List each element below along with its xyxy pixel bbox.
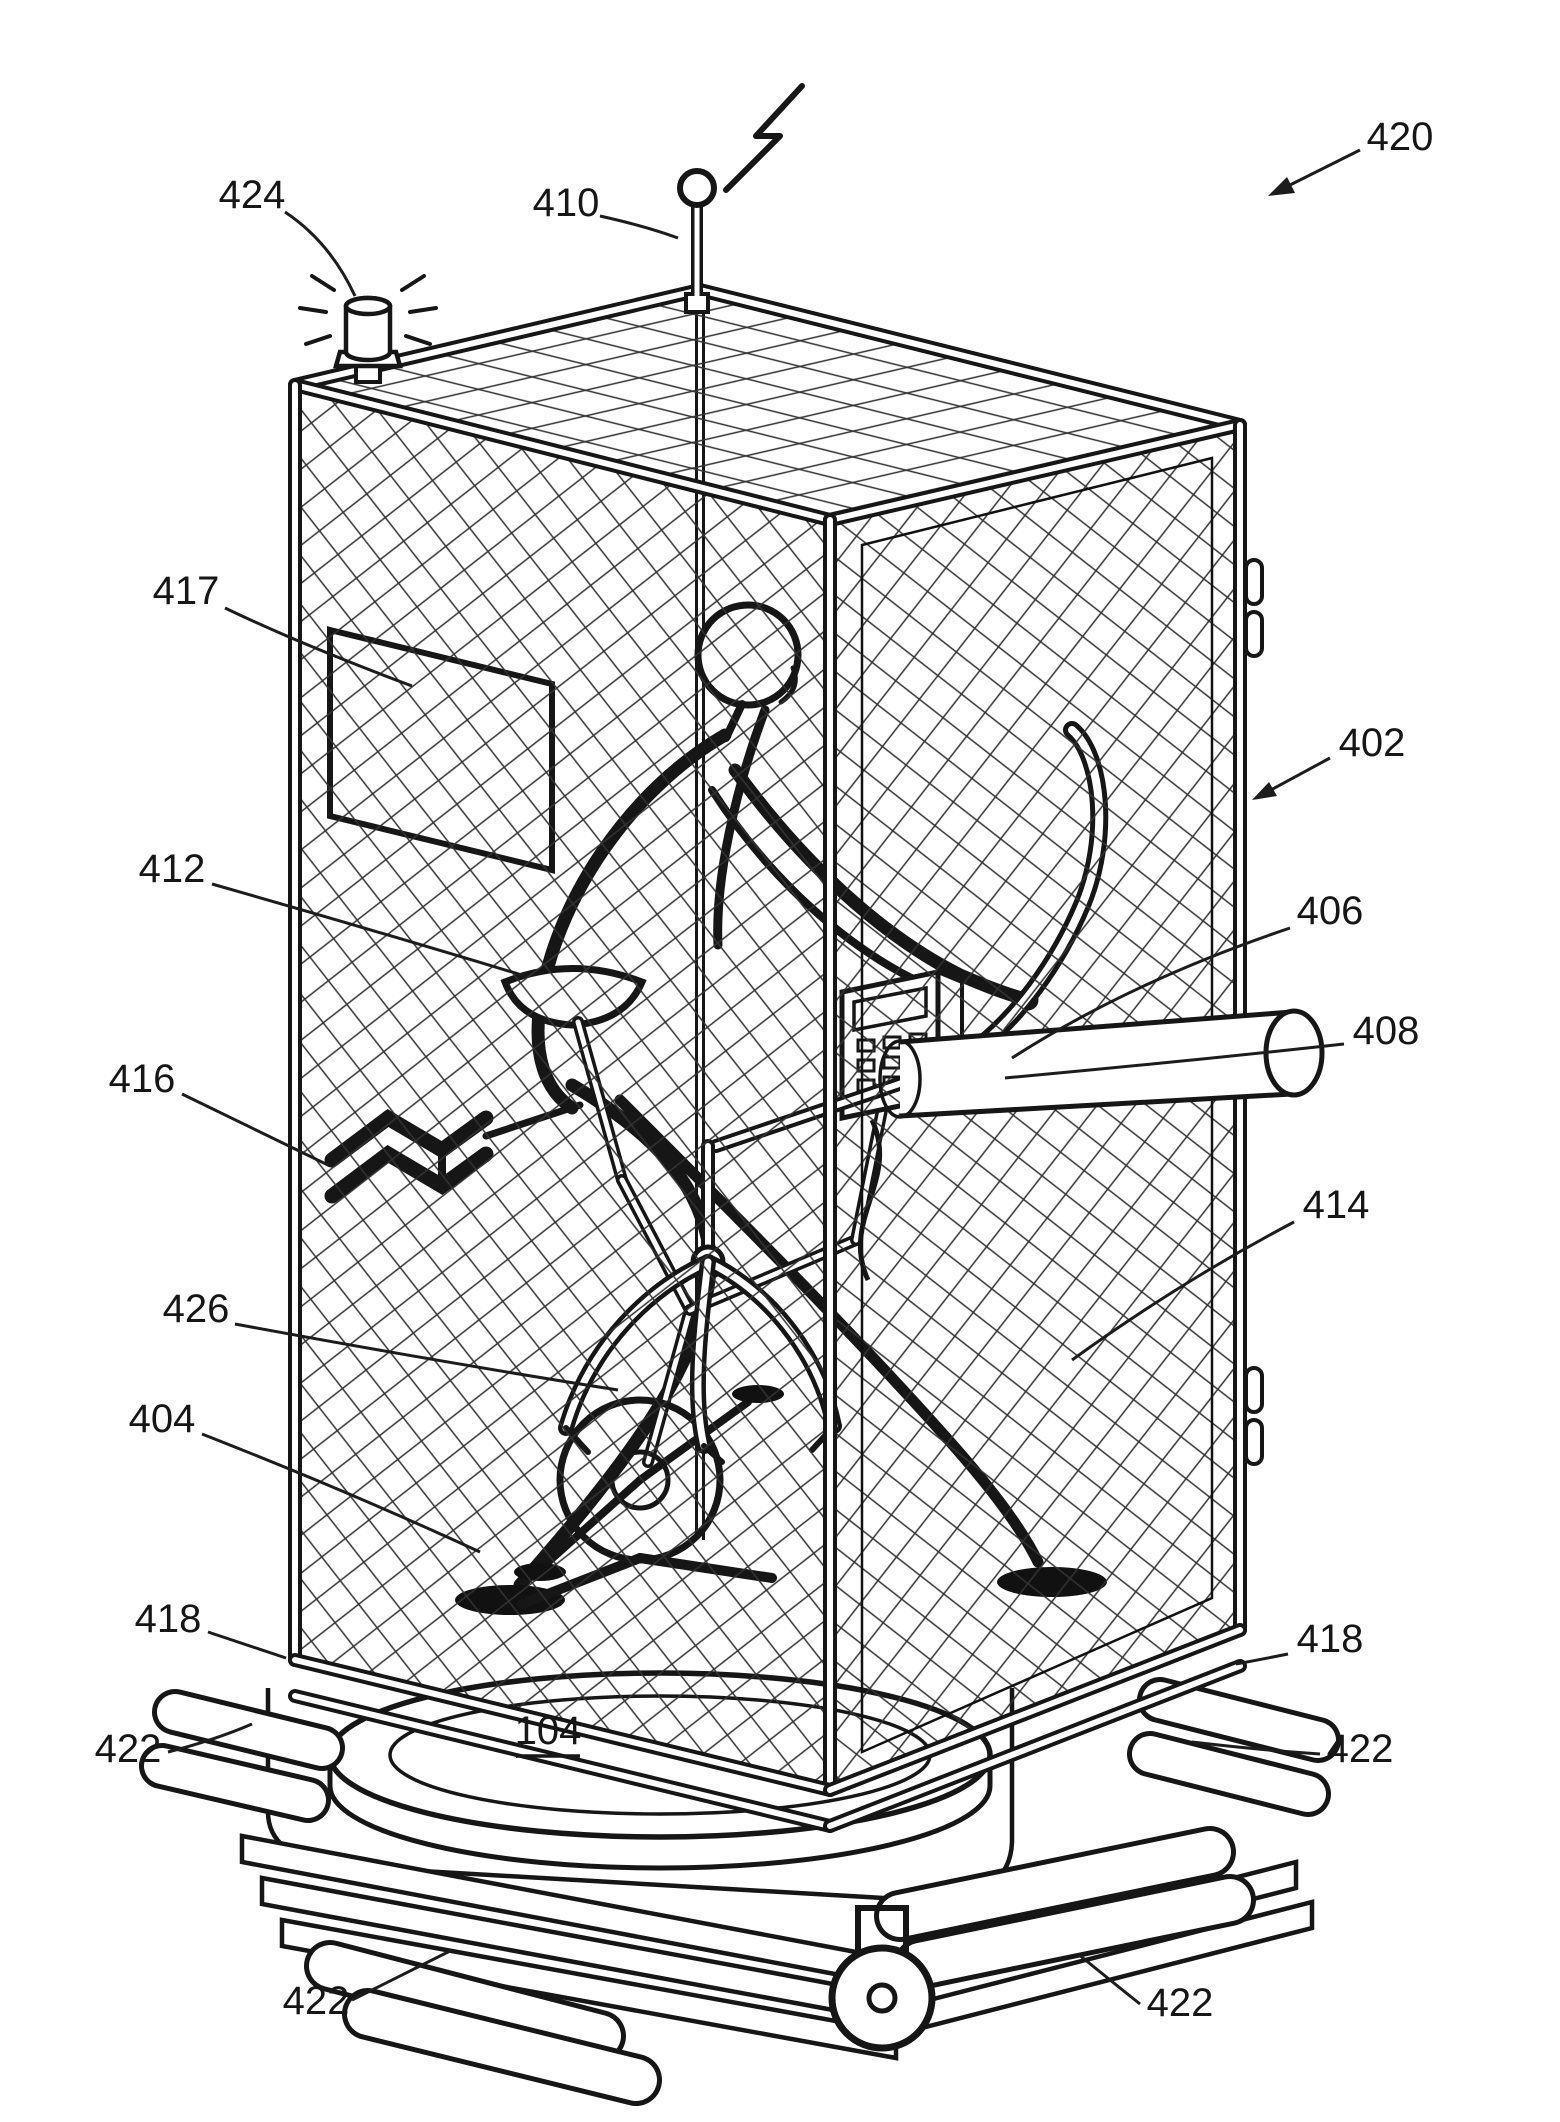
leader-424	[284, 210, 357, 297]
ref-label-404: 404	[129, 1397, 196, 1441]
ref-label-422-bottom-right: 422	[1147, 1981, 1214, 2025]
ref-label-414: 414	[1303, 1183, 1370, 1227]
ref-label-426: 426	[163, 1287, 230, 1331]
leader-422-bottom-left	[351, 1948, 453, 2002]
leader-410	[599, 214, 679, 240]
warning-beacon	[298, 274, 438, 384]
beacon-light-rays	[298, 274, 438, 346]
caster-wheel	[828, 1905, 936, 2052]
antenna-mount	[684, 292, 710, 314]
roller-bottom-right	[874, 1826, 1236, 1942]
ref-label-406: 406	[1297, 889, 1364, 933]
ref-label-418-left: 418	[135, 1597, 202, 1641]
antenna	[677, 83, 805, 314]
roller-bottom-left	[304, 1940, 626, 2062]
corner-rollers	[139, 1677, 1341, 2106]
hinge-top-upper	[1244, 558, 1264, 606]
roller-left-2	[139, 1743, 331, 1823]
cage-mesh-left-face	[293, 383, 832, 1792]
leader-408	[1004, 1042, 1345, 1080]
leader-406	[1011, 926, 1291, 1060]
roller-right	[1137, 1677, 1341, 1763]
leader-422-right	[1191, 1740, 1321, 1756]
roller-cylinder	[878, 1008, 1325, 1119]
arrowhead-402	[1252, 782, 1277, 800]
hinge-bottom-lower	[1244, 1418, 1264, 1466]
antenna-ball	[677, 168, 717, 208]
hinge-bottom-upper	[1244, 1366, 1264, 1414]
leader-404	[201, 1432, 481, 1554]
hinge-top-lower	[1244, 610, 1264, 658]
ref-label-424: 424	[219, 173, 286, 217]
ref-label-416: 416	[109, 1057, 176, 1101]
ref-label-420: 420	[1367, 115, 1434, 159]
ref-label-104: 104	[515, 1709, 582, 1753]
ref-label-402: 402	[1339, 721, 1406, 765]
ref-label-408: 408	[1353, 1009, 1420, 1053]
door-hinges	[1244, 558, 1264, 1466]
ref-label-417: 417	[153, 569, 220, 613]
arrowhead-420	[1268, 177, 1295, 196]
roller-left	[152, 1689, 345, 1771]
ref-label-418-right: 418	[1297, 1617, 1364, 1661]
leader-422-left	[167, 1722, 253, 1754]
leader-426	[234, 1322, 619, 1392]
beacon-lens-top	[343, 295, 393, 317]
leader-412	[211, 882, 526, 978]
leader-416	[181, 1092, 331, 1168]
ref-label-422-left: 422	[95, 1727, 162, 1771]
leader-lines	[167, 148, 1361, 2006]
door-outline	[860, 456, 1214, 1754]
mobile-base	[139, 1670, 1341, 2106]
leader-418-left	[207, 1630, 287, 1660]
beacon-support	[354, 364, 382, 384]
ref-label-410: 410	[533, 181, 600, 225]
ref-label-422-bottom-left: 422	[283, 1979, 350, 2023]
leader-414	[1071, 1220, 1295, 1362]
roller-right-2	[1127, 1731, 1331, 1817]
roller-bottom-right-2	[894, 1874, 1256, 1990]
roller-bottom-left-2	[342, 1988, 662, 2106]
radio-signal-icon	[723, 83, 805, 193]
leader-417	[224, 606, 413, 688]
reference-labels: 420 424 410 417 402 412 406 408 416 414 …	[95, 115, 1434, 2025]
ref-label-412: 412	[139, 847, 206, 891]
leader-422-bottom-right	[1077, 1952, 1141, 2006]
ref-label-422-right: 422	[1327, 1727, 1394, 1771]
leader-418-right	[1235, 1652, 1289, 1666]
